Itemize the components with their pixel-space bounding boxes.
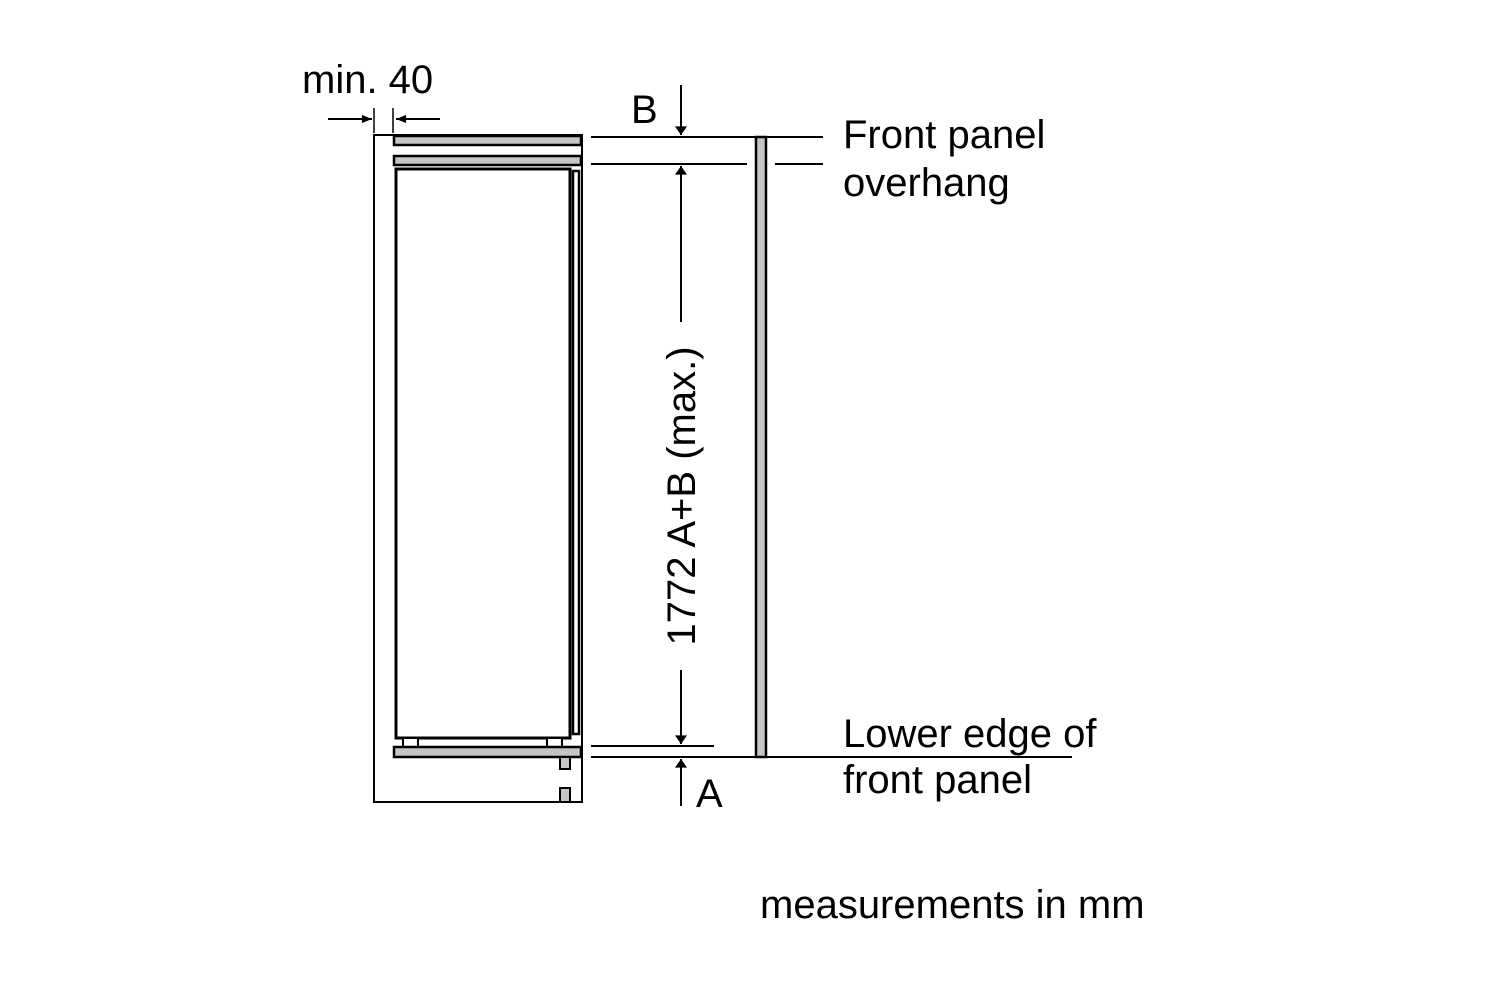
front-panel (754, 135, 768, 759)
height-dimension-label: 1772 A+B (max.) (660, 346, 704, 645)
min-gap-label: min. 40 (302, 58, 433, 102)
lower-edge-label-line2: front panel (843, 758, 1032, 802)
top-panel (392, 134, 583, 147)
front-panel-overhang-label-line2: overhang (843, 161, 1010, 205)
appliance-side-strip (571, 169, 581, 736)
foot-right (546, 737, 563, 748)
plinth-block-upper (559, 756, 571, 770)
lower-edge-label-line1: Lower edge of (843, 712, 1097, 756)
b-label: B (631, 88, 658, 132)
second-panel (392, 154, 583, 167)
appliance-body (394, 167, 572, 740)
units-note: measurements in mm (760, 883, 1145, 927)
a-label: A (696, 772, 723, 816)
bottom-panel (392, 745, 583, 759)
foot-left (402, 737, 419, 748)
front-panel-overhang-label-line1: Front panel (843, 113, 1045, 157)
plinth-block-lower (559, 787, 571, 803)
